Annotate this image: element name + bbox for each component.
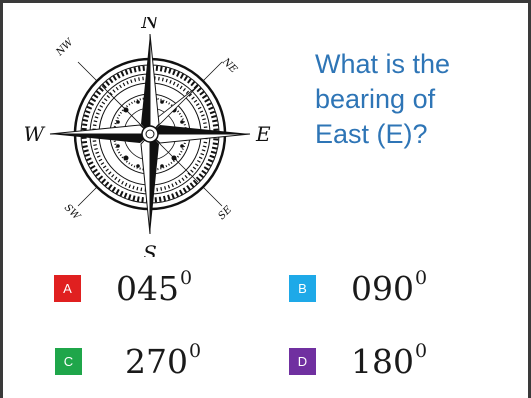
option-d-badge: D: [289, 348, 316, 375]
question-line-3: East (E)?: [315, 119, 428, 149]
option-d[interactable]: D 1800: [289, 340, 428, 381]
question-line-2: bearing of: [315, 84, 436, 114]
option-b-value: 0900: [351, 267, 428, 308]
option-a-badge: A: [54, 275, 81, 302]
compass-label-se: SE: [216, 204, 234, 222]
option-c[interactable]: C 2700: [55, 340, 202, 381]
compass-rose-icon: N S E W NE NW SE SW: [25, 17, 271, 257]
option-c-value: 2700: [125, 340, 202, 381]
option-d-value: 1800: [351, 340, 428, 381]
compass-label-n: N: [140, 17, 160, 33]
compass-label-sw: SW: [62, 202, 82, 222]
option-b[interactable]: B 0900: [289, 267, 428, 308]
option-c-badge: C: [55, 348, 82, 375]
compass-label-s: S: [143, 241, 157, 257]
option-a[interactable]: A 0450: [54, 267, 193, 308]
question-text: What is the bearing of East (E)?: [315, 47, 515, 152]
option-a-value: 0450: [116, 267, 193, 308]
compass-label-e: E: [255, 122, 271, 146]
compass-label-w: W: [25, 122, 45, 146]
compass-label-ne: NE: [219, 56, 239, 76]
option-b-badge: B: [289, 275, 316, 302]
question-line-1: What is the: [315, 49, 451, 79]
compass-label-nw: NW: [54, 36, 76, 58]
